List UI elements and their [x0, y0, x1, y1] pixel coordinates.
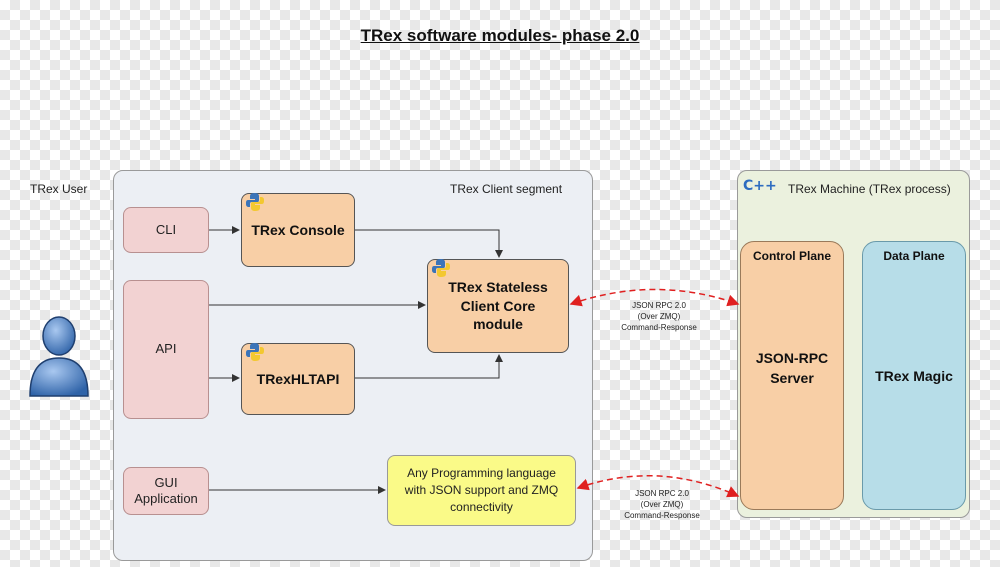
- stateless-client-core-box: TRex Stateless Client Core module: [427, 259, 569, 353]
- python-icon: [246, 193, 264, 211]
- person-icon: [29, 316, 89, 397]
- control-plane-header: Control Plane: [752, 249, 831, 263]
- gui-application-box: GUI Application: [123, 467, 209, 515]
- cpp-logo-icon: C++: [743, 178, 777, 194]
- trex-hltapi-label: TRexHLTAPI: [256, 371, 340, 387]
- data-plane-box: Data Plane TRex Magic: [862, 241, 966, 510]
- any-language-line1: Any Programming language: [407, 466, 556, 481]
- user-label: TRex User: [30, 182, 88, 196]
- rpc-note-bottom-line2: (Over ZMQ): [640, 499, 684, 509]
- gui-label-line1: GUI: [154, 474, 178, 490]
- rpc-note-top-line2: (Over ZMQ): [637, 311, 681, 321]
- core-label-line3: module: [473, 316, 523, 333]
- core-label-line1: TRex Stateless: [448, 278, 548, 295]
- api-box: API: [123, 280, 209, 419]
- python-icon: [432, 259, 450, 277]
- core-label-line2: Client Core: [460, 297, 536, 314]
- json-rpc-label-line2: Server: [770, 369, 814, 386]
- trex-console-box: TRex Console: [241, 193, 355, 267]
- api-label: API: [155, 341, 177, 357]
- any-language-line2: with JSON support and ZMQ: [404, 483, 559, 498]
- trex-magic-label: TRex Magic: [875, 368, 953, 384]
- rpc-note-top-line3: Command-Response: [621, 322, 697, 332]
- python-icon: [246, 343, 264, 361]
- diagram-title: TRex software modules- phase 2.0: [360, 26, 640, 45]
- rpc-note-top-line1: JSON RPC 2.0: [632, 301, 686, 310]
- any-language-line3: connectivity: [450, 499, 513, 514]
- any-language-box: Any Programming language with JSON suppo…: [387, 455, 576, 526]
- control-plane-box: Control Plane JSON-RPC Server: [740, 241, 844, 510]
- gui-label-line2: Application: [134, 491, 198, 506]
- cli-box: CLI: [123, 207, 209, 253]
- client-segment-label: TRex Client segment: [450, 182, 563, 196]
- rpc-note-bottom-line3: Command-Response: [624, 510, 700, 520]
- machine-segment-label: TRex Machine (TRex process): [788, 182, 951, 196]
- rpc-note-top: JSON RPC 2.0 (Over ZMQ) Command-Response: [603, 301, 715, 333]
- trex-console-label: TRex Console: [251, 222, 345, 238]
- cli-label: CLI: [155, 221, 177, 237]
- json-rpc-label-line1: JSON-RPC: [755, 350, 829, 366]
- trex-hltapi-box: TRexHLTAPI: [241, 343, 355, 415]
- rpc-note-bottom: JSON RPC 2.0 (Over ZMQ) Command-Response: [606, 489, 718, 521]
- rpc-note-bottom-line1: JSON RPC 2.0: [635, 489, 689, 498]
- data-plane-header: Data Plane: [883, 249, 945, 263]
